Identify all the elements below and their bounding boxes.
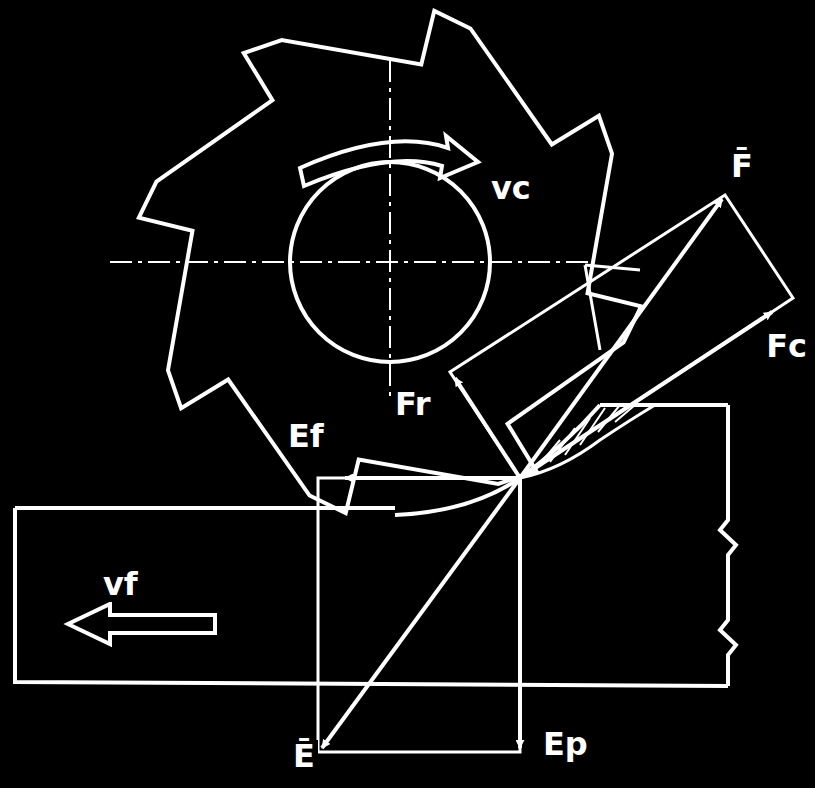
- vector-label: Fc: [763, 330, 810, 364]
- rotation-arrow: [300, 136, 478, 186]
- vector-label: Ē: [290, 740, 318, 774]
- vector-label: Fr: [392, 388, 434, 422]
- normal-component: [518, 478, 522, 748]
- feed-arrow: [68, 604, 215, 644]
- feed-component: [345, 476, 520, 480]
- force-rectangle: [450, 195, 793, 478]
- radial-force: [455, 378, 520, 478]
- vector-label: Ep: [540, 728, 591, 762]
- construction-lines: [585, 265, 640, 350]
- center-lines: [110, 60, 590, 400]
- workpiece-outline: [15, 405, 736, 686]
- vector-label: F̄: [728, 150, 756, 184]
- reaction-rectangle: [318, 478, 520, 752]
- vector-label: vc: [488, 172, 534, 206]
- vector-label: Ef: [285, 420, 327, 454]
- cutting-force: [520, 312, 772, 478]
- resultant-force: [520, 199, 722, 478]
- vector-label: vf: [100, 568, 141, 602]
- reaction-force: [322, 478, 520, 748]
